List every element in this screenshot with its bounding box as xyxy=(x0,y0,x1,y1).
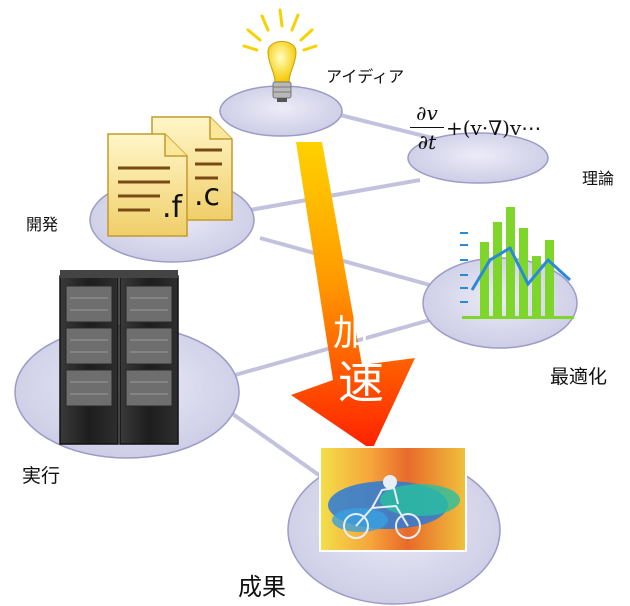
fraction-bar xyxy=(410,127,444,128)
optimization-label: 最適化 xyxy=(550,366,608,388)
accel-char-2: 速 xyxy=(338,355,384,409)
acceleration-arrow xyxy=(291,142,415,450)
theory-node-ellipse xyxy=(407,132,549,184)
theory-label: 理論 xyxy=(582,169,615,188)
c-file-label: .c xyxy=(194,178,221,213)
server-rack-icon xyxy=(59,270,179,445)
source-file-icon xyxy=(107,116,233,237)
simulation-image xyxy=(319,446,467,552)
connector-lines xyxy=(218,113,441,492)
bar-chart-icon xyxy=(460,207,574,319)
development-label: 開発 xyxy=(26,215,59,234)
formula-denominator: ∂t xyxy=(417,130,437,154)
accel-char-1: 加 xyxy=(333,313,370,354)
fortran-file-label: .f xyxy=(162,190,183,225)
result-label: 成果 xyxy=(238,573,286,601)
execution-label: 実行 xyxy=(22,465,61,487)
idea-label: アイディア xyxy=(326,67,405,86)
formula-numerator: ∂v xyxy=(416,101,438,125)
formula-rest: +(v·∇)v⋯ xyxy=(446,116,542,140)
navier-stokes-formula: ∂v ∂t +(v·∇)v⋯ xyxy=(410,100,600,170)
formula-fraction: ∂v ∂t xyxy=(410,100,444,155)
lightbulb-icon xyxy=(242,8,318,102)
